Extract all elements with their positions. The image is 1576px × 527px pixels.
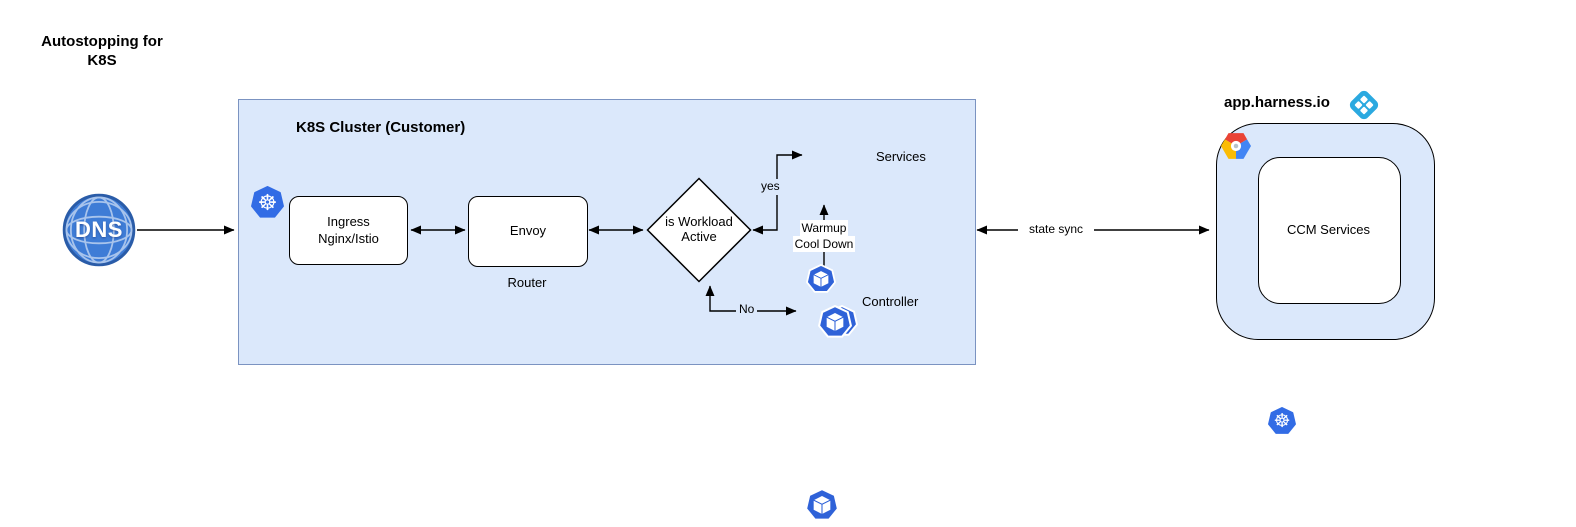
workload-active-decision: is Workload Active bbox=[646, 177, 752, 283]
google-cloud-icon bbox=[1221, 131, 1251, 159]
kubernetes-icon: ☸ bbox=[251, 186, 284, 219]
state-sync-label: state sync bbox=[1018, 222, 1094, 238]
diamond-shape bbox=[646, 177, 752, 283]
globe-icon bbox=[62, 193, 136, 267]
no-edge-label: No bbox=[736, 302, 758, 318]
service-cube-icon bbox=[805, 263, 837, 294]
kubernetes-wheel-glyph: ☸ bbox=[257, 189, 278, 215]
dns-node: DNS bbox=[62, 193, 136, 267]
diagram-title: Autostopping for K8S bbox=[41, 33, 163, 69]
harness-domain-title: app.harness.io bbox=[1224, 94, 1330, 111]
controller-cube-icon bbox=[804, 487, 840, 522]
router-label: Router bbox=[507, 275, 547, 290]
dns-label: DNS bbox=[75, 217, 123, 242]
harness-logo-icon bbox=[1347, 88, 1381, 122]
controller-label: Controller bbox=[862, 294, 919, 309]
service-cube-icon bbox=[817, 304, 853, 339]
kubernetes-icon: ☸ bbox=[1268, 407, 1296, 435]
diagram-canvas: Autostopping for K8S DNS ☸ K8S Cluster (… bbox=[41, 33, 1435, 521]
yes-edge-label: yes bbox=[758, 179, 783, 195]
warmup-cooldown-label: Warmup Cool Down bbox=[790, 220, 858, 252]
ingress-node: Ingress Nginx/Istio bbox=[289, 196, 408, 265]
ccm-services-label: CCM Services bbox=[1286, 222, 1371, 237]
decision-label: is Workload Active bbox=[665, 214, 733, 244]
cluster-title: K8S Cluster (Customer) bbox=[296, 119, 466, 136]
envoy-node: Envoy bbox=[468, 196, 588, 267]
kubernetes-wheel-glyph: ☸ bbox=[1273, 410, 1291, 432]
services-label: Services bbox=[876, 149, 926, 164]
ccm-services-box bbox=[1258, 157, 1401, 304]
warmup-cooldown-text: Warmup Cool Down bbox=[792, 220, 856, 252]
